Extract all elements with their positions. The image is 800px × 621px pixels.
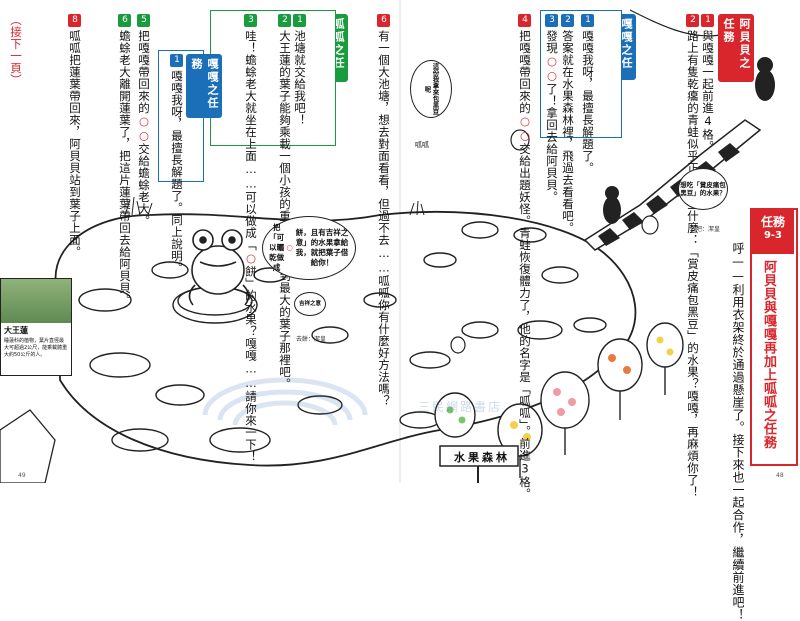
watermark-text: 三民網路書店 [418,400,503,414]
watermark-logo [202,377,368,426]
guagua-item-1: 1池塘就交給我吧！ [293,14,307,126]
toad-speech-bubble: 把「可以曬乾做成○餅，且有吉祥之意」的水果拿給我，就把葉子借給你！ [262,216,356,280]
credit-left: 去餅：潔皇 [296,336,327,343]
lily-pads [78,221,607,453]
guagua-item-2: 2大王蓮的葉子能夠乘載一個小孩的重量，先游到最大的葉子那裡吧。 [278,14,292,390]
mission-heading: 阿貝貝與嘎嘎再加上呱呱之任務 [761,260,776,449]
mission-intro: 呼——利用衣架終於通過懸崖了。接下來也一起合作，繼續前進吧！ [731,242,745,621]
right-task-item-1: 1與嘎嘎一起前進4格。 [701,14,715,153]
toad-small-bubble: 吉祥之意 [294,292,326,316]
left-step-8: 8呱呱把蓮葉帶回來，阿貝貝站到葉子上面。 [68,14,82,258]
mission-header: 任務 9-3 [752,210,794,254]
right-step-4: 4把嘎嘎帶回來的○○交給出題妖怪。青蛙恢復體力了，他的名字是「呱呱」。前進3格。 [518,14,532,500]
gaga-right-item-1: 1嘎嘎我呀，最擅長解題了。 [581,14,595,174]
guagua-task-box [210,10,336,146]
forest-sign-text: 水果森林 [454,451,510,464]
checkered-path [583,119,762,251]
right-task-item-2: 2路上有隻乾癟的青蛙似乎正在說些什麼：「賞皮痛包黑豆」的水果？嘎嘎，再麻煩你了！ [686,14,700,498]
left-step-6b: 6蟾蜍老大離開蓮葉了，把這片蓮葉帶回去給阿貝貝。 [118,14,132,306]
forest-sign [439,445,519,483]
frog-sound: 呱呱 [415,141,429,149]
left-step-5: 5把嘎嘎帶回來的○○交給蟾蜍老大。 [137,14,151,227]
abeibei-task-label: 阿貝貝之任務 [718,14,754,82]
page-number-left: 49 [18,472,26,479]
question-bubble-right: 想吃「賞皮痛包黑豆」的水果？ [678,168,728,210]
info-box: 大王蓮 睡蓮科的植物，葉片直徑最大可超過2公尺，能乘載體重大約50公斤的人。 [0,278,72,376]
credit-right: 去吧：潔皇 [690,226,721,233]
gaga-task-label-left: 嘎嘎之任務 [186,54,222,118]
guagua-item-3: 3哇！蟾蜍老大就坐在上面……可以做成「○餅」的水果？嘎嘎……請你來一下！ [244,14,258,463]
toad-illustration [188,229,250,306]
gaga-left-item-1: 1嘎嘎我呀，最擅長解題了。同上說明。 [170,54,184,274]
frog-thought-bubble: 這份我拿來包黑豆呢 [410,60,452,118]
page-number-right: 48 [776,472,784,479]
character-silhouettes [603,57,775,224]
fruit-trees [434,322,684,478]
gaga-right-item-2: 2答案就在水果森林裡，飛過去看看吧。 [561,14,575,234]
fruits [446,336,674,441]
gaga-task-box-right [540,10,622,138]
left-step-6: 6有一個大池塘，想去對面看看，但過不去……呱呱你有什麼好方法嗎？ [377,14,391,407]
gaga-right-item-3: 3發現○○了！拿回去給阿貝貝。 [545,14,559,203]
continue-next-page: （接下一頁） [9,14,23,86]
lotus-photo [1,279,71,323]
